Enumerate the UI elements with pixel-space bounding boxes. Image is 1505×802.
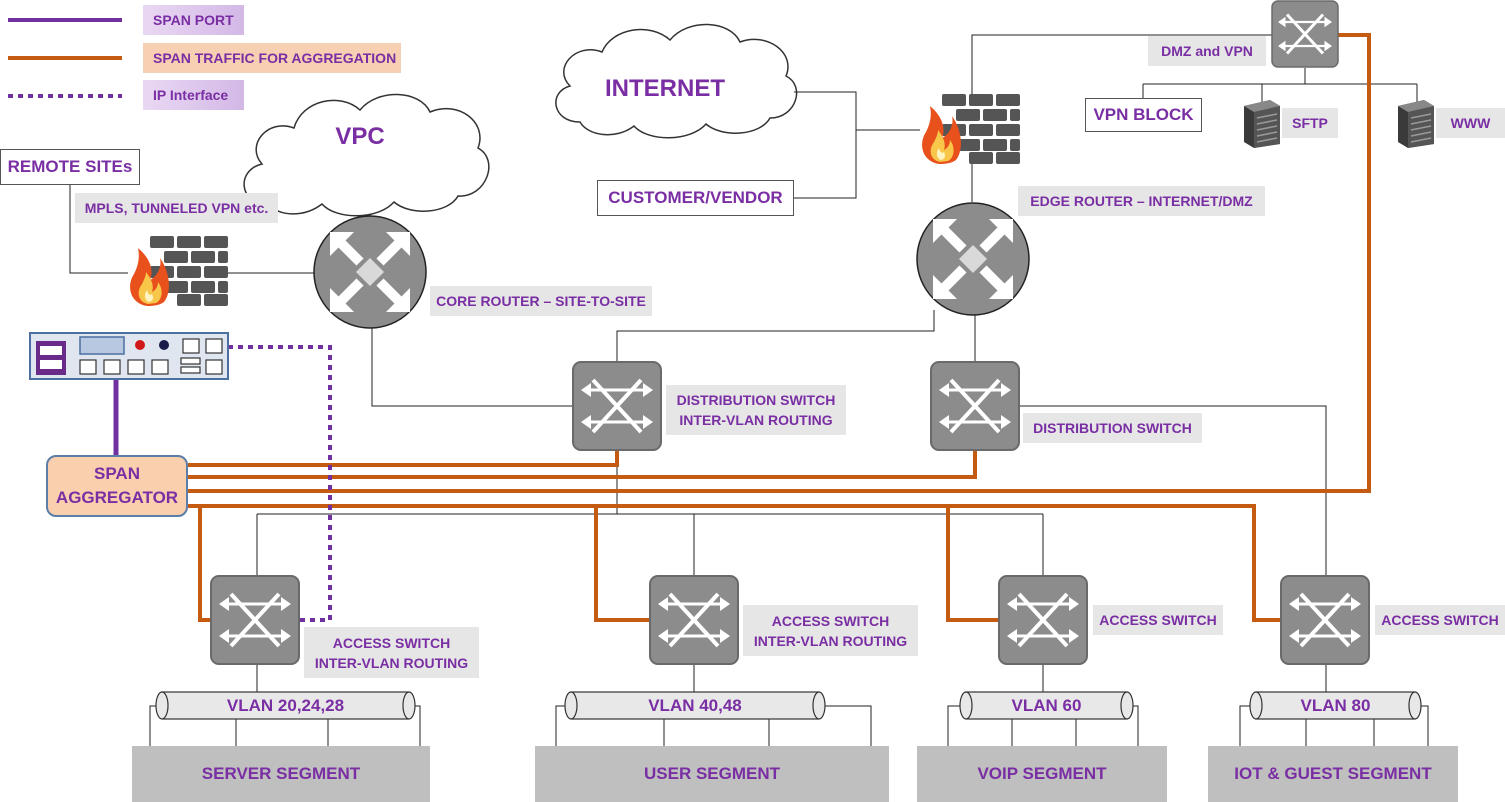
ip-interface-link [228,345,332,622]
edge-router-icon [917,203,1029,315]
dmz-switch-icon [1270,0,1340,69]
legend-span-traffic-label: SPAN TRAFFIC FOR AGGREGATION [143,43,401,73]
edge-firewall-icon [920,94,1020,164]
span-aggregator: SPAN AGGREGATOR [46,455,188,517]
access-switch-1-label-line2: INTER-VLAN ROUTING [314,654,469,671]
customer-vendor-box: CUSTOMER/VENDOR [597,180,794,216]
distribution-switch-1-label-line1: DISTRIBUTION SWITCH [676,392,836,408]
remote-sites-box: REMOTE SITEs [0,149,140,185]
dmz-vpn-label: DMZ and VPN [1148,36,1266,66]
core-router-icon [314,216,426,328]
vpc-label: VPC [335,123,385,150]
access-switch-1-label: ACCESS SWITCH INTER-VLAN ROUTING [304,627,479,678]
span-aggregator-line1: SPAN [94,464,140,483]
edge-router-label: EDGE ROUTER – INTERNET/DMZ [1018,186,1265,216]
sftp-server-icon [1243,99,1281,149]
network-appliance-icon [29,332,229,380]
mpls-label: MPLS, TUNNELED VPN etc. [75,193,278,223]
distribution-switch-2-label: DISTRIBUTION SWITCH [1023,413,1202,443]
www-label: WWW [1436,108,1505,138]
iot-guest-segment: IOT & GUEST SEGMENT [1208,746,1458,802]
vpn-block-box: VPN BLOCK [1085,98,1202,132]
access-switch-3-icon [997,574,1089,666]
www-server-icon [1397,99,1435,149]
access-switch-3-label: ACCESS SWITCH [1093,605,1223,635]
core-router-label: CORE ROUTER – SITE-TO-SITE [430,286,652,316]
access-switch-1-icon [209,574,301,666]
access-switch-4-label: ACCESS SWITCH [1375,605,1505,635]
access-switch-2-label-line2: INTER-VLAN ROUTING [753,632,908,649]
distribution-switch-2-icon [929,360,1021,452]
span-traffic-links [188,33,1371,622]
legend-span-port-label: SPAN PORT [143,5,244,35]
vlan-bus-shapes [155,691,1422,720]
distribution-switch-1-label-line2: INTER-VLAN ROUTING [679,412,833,428]
internet-cloud [555,23,798,139]
access-switch-4-icon [1279,574,1371,666]
access-switch-2-label: ACCESS SWITCH INTER-VLAN ROUTING [743,605,918,656]
legend-ip-interface-label: IP Interface [143,80,244,110]
voip-segment: VOIP SEGMENT [917,746,1167,802]
access-switch-2-label-line1: ACCESS SWITCH [771,612,890,629]
vpc-cloud [243,93,490,217]
internet-label: INTERNET [605,75,725,102]
server-segment: SERVER SEGMENT [132,746,430,802]
access-switch-2-icon [648,574,740,666]
distribution-switch-1-icon [571,360,663,452]
user-segment: USER SEGMENT [535,746,889,802]
sftp-label: SFTP [1282,108,1338,138]
distribution-switch-1-label: DISTRIBUTION SWITCH INTER-VLAN ROUTING [666,385,846,435]
span-aggregator-line2: AGGREGATOR [55,488,179,507]
access-switch-1-label-line1: ACCESS SWITCH [332,634,451,651]
site-firewall-icon [128,236,228,306]
